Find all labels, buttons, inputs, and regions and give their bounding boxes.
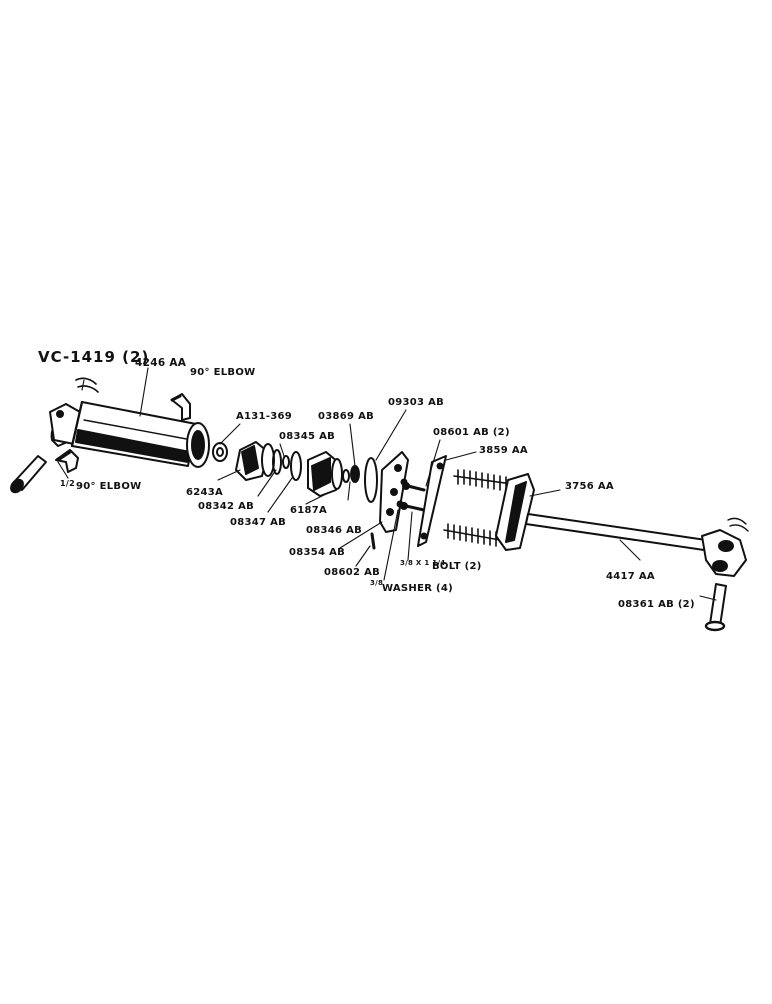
label-3859aa: 3859 AA [479,445,528,456]
elbow-fitting-bottom [55,449,79,473]
bracket-3859aa [417,455,447,547]
label-4246aa: 4246 AA [135,357,187,369]
label-3756aa: 3756 AA [565,481,614,492]
ring-08345 [282,455,290,469]
nut-a131 [212,442,228,462]
end-plate-08354 [379,451,409,533]
cylinder-barrel [49,400,210,468]
piston-6187a [307,451,343,497]
label-vc1419: VC-1419 (2) [38,348,150,366]
label-08602ab: 08602 AB [324,567,381,578]
gland-6243a [235,441,275,481]
label-08345ab: 08345 AB [279,431,336,442]
leader-lines [57,367,717,601]
head-block-3756aa [495,473,535,551]
label-03869ab: 03869 AB [318,411,375,422]
cotter-key-right [727,517,749,532]
label-08361ab: 08361 AB (2) [618,599,695,610]
ring-08347 [290,451,302,481]
label-washer: WASHER (4) [382,583,454,594]
ring-03869 [350,465,360,483]
label-6187a: 6187A [290,505,328,516]
label-6243a: 6243A [186,487,224,498]
label-08342ab: 08342 AB [198,501,255,512]
label-08346ab: 08346 AB [306,525,363,536]
label-08347ab: 08347 AB [230,517,287,528]
label-bolt-size: 3/8 X 1 1/4 [400,559,446,567]
oring-09303 [364,457,378,503]
label-09303ab: 09303 AB [388,397,445,408]
seal-08342 [272,449,282,475]
label-elbow-bottom-fraction: 1/2 [60,479,75,488]
label-elbow-top: 90° ELBOW [190,367,256,378]
label-4417aa: 4417 AA [606,571,655,582]
cotter-key [75,377,99,393]
label-08354ab: 08354 AB [289,547,346,558]
label-elbow-bottom: 90° ELBOW [76,481,142,492]
label-washer-size: 3/8 [370,579,384,587]
ring-08346 [342,469,350,483]
spring-upper [453,469,513,492]
clevis-pin-right [704,583,727,632]
rod-clevis [701,529,747,577]
screw-08602 [370,532,376,550]
elbow-fitting-top [170,393,191,421]
label-08601ab: 08601 AB (2) [433,427,510,438]
label-a131-369: A131-369 [236,411,293,422]
bolt-pair [400,482,426,512]
label-bolt: BOLT (2) [432,561,482,572]
spring-lower [443,523,501,547]
clevis-pin-left [10,455,47,494]
piston-rod-4417aa [525,513,707,551]
